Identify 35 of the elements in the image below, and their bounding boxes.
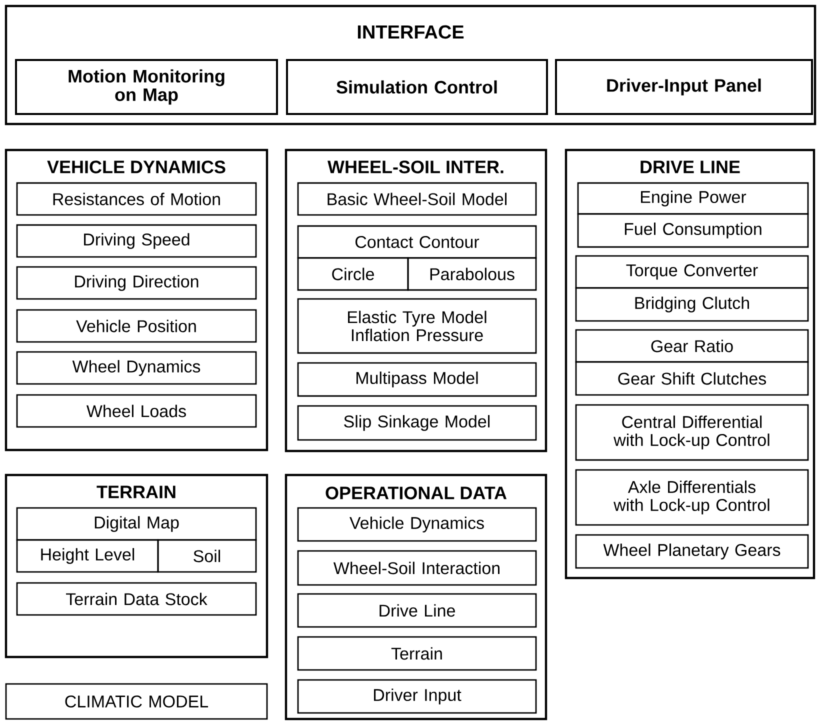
module-box: Driver-Input Panel xyxy=(555,59,813,115)
item-box: Terrain xyxy=(297,636,537,671)
item-box: Wheel Dynamics xyxy=(16,351,257,385)
item-box: Driving Speed xyxy=(16,224,257,258)
item-box: Driving Direction xyxy=(16,266,257,300)
item-box: Gear Shift Clutches xyxy=(575,361,809,396)
module-box: Simulation Control xyxy=(286,59,548,115)
module-box: Motion Monitoring on Map xyxy=(15,59,278,115)
item-box: Drive Line xyxy=(297,593,537,628)
item-box: Height Level xyxy=(16,539,159,573)
item-box: Digital Map xyxy=(16,507,257,541)
item-box: Fuel Consumption xyxy=(577,213,809,248)
item-box: Parabolous xyxy=(407,257,537,291)
item-box: Wheel Loads xyxy=(16,394,257,428)
item-box: Soil xyxy=(157,539,257,573)
item-box: Basic Wheel-Soil Model xyxy=(297,182,537,216)
item-box: Bridging Clutch xyxy=(575,287,809,322)
item-box: Multipass Model xyxy=(297,362,537,397)
item-box: Elastic Tyre Model Inflation Pressure xyxy=(297,298,537,354)
item-box: Torque Converter xyxy=(575,255,809,289)
item-box: Central Differential with Lock-up Control xyxy=(575,404,809,461)
item-box: Circle xyxy=(297,257,409,291)
item-box: Wheel Planetary Gears xyxy=(575,534,809,569)
item-box: Contact Contour xyxy=(297,225,537,259)
item-box: Vehicle Dynamics xyxy=(297,507,537,542)
item-box: Slip Sinkage Model xyxy=(297,405,537,441)
item-box: Driver Input xyxy=(297,679,537,714)
item-box: Terrain Data Stock xyxy=(16,582,257,616)
item-box: Axle Differentials with Lock-up Control xyxy=(575,469,809,526)
item-box: Wheel-Soil Interaction xyxy=(297,550,537,586)
item-box: CLIMATIC MODEL xyxy=(5,683,268,720)
item-box: Engine Power xyxy=(577,182,809,215)
item-box: Resistances of Motion xyxy=(16,182,257,216)
item-box: Gear Ratio xyxy=(575,329,809,363)
item-box: Vehicle Position xyxy=(16,309,257,343)
